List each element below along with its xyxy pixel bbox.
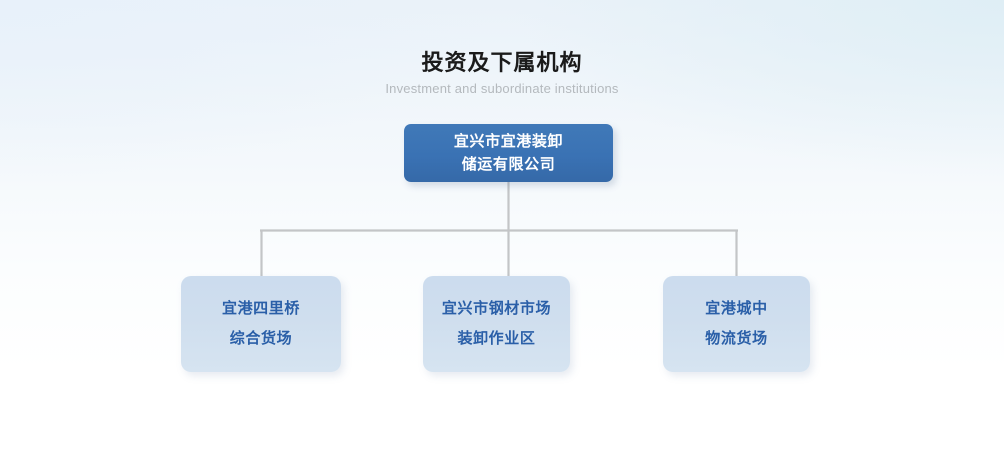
org-node-child-2-line2: 物流货场 bbox=[705, 330, 768, 347]
org-node-root-line1: 宜兴市宜港装卸 bbox=[453, 133, 564, 150]
org-node-root[interactable]: 宜兴市宜港装卸 储运有限公司 bbox=[404, 124, 613, 182]
org-node-root-line2: 储运有限公司 bbox=[461, 156, 556, 173]
org-node-child-2-line1: 宜港城中 bbox=[705, 300, 768, 317]
org-node-child-1[interactable]: 宜兴市钢材市场 装卸作业区 bbox=[423, 276, 570, 372]
org-node-child-0[interactable]: 宜港四里桥 综合货场 bbox=[181, 276, 341, 372]
org-node-child-0-line2: 综合货场 bbox=[229, 330, 293, 347]
org-node-child-1-line2: 装卸作业区 bbox=[457, 330, 536, 347]
org-node-child-1-line1: 宜兴市钢材市场 bbox=[441, 300, 552, 317]
org-node-child-2[interactable]: 宜港城中 物流货场 bbox=[663, 276, 810, 372]
page-subtitle: Investment and subordinate institutions bbox=[385, 81, 619, 96]
org-node-child-0-line1: 宜港四里桥 bbox=[221, 300, 300, 317]
page-title: 投资及下属机构 bbox=[421, 50, 583, 75]
page-heading: 投资及下属机构 Investment and subordinate insti… bbox=[0, 48, 1004, 98]
